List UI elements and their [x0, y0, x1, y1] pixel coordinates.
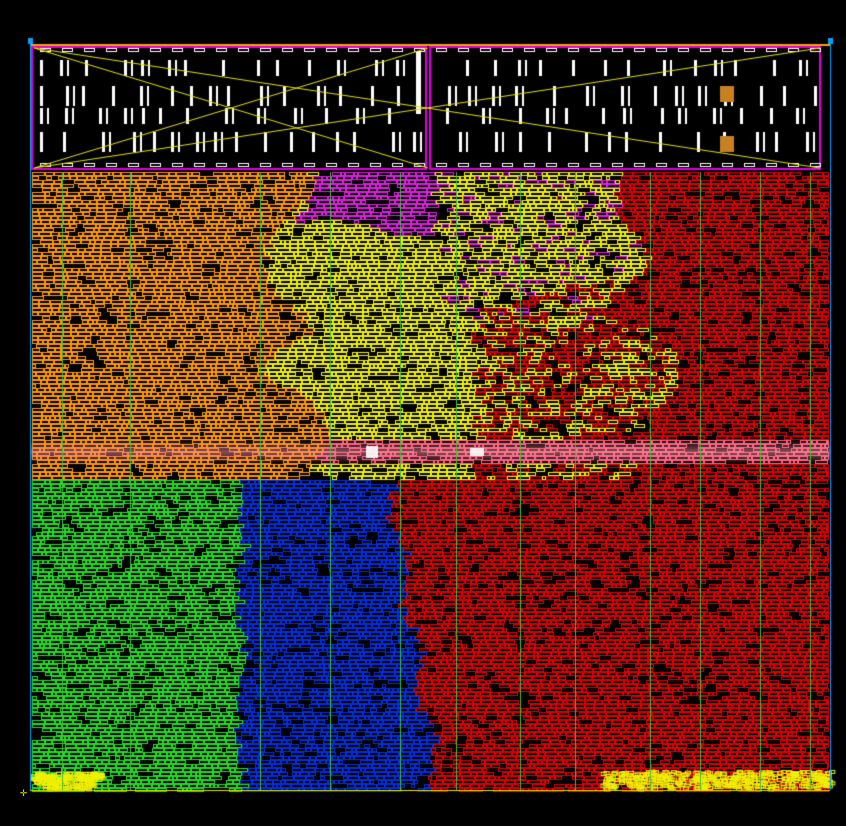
crosshair-icon: ✛: [20, 785, 28, 799]
